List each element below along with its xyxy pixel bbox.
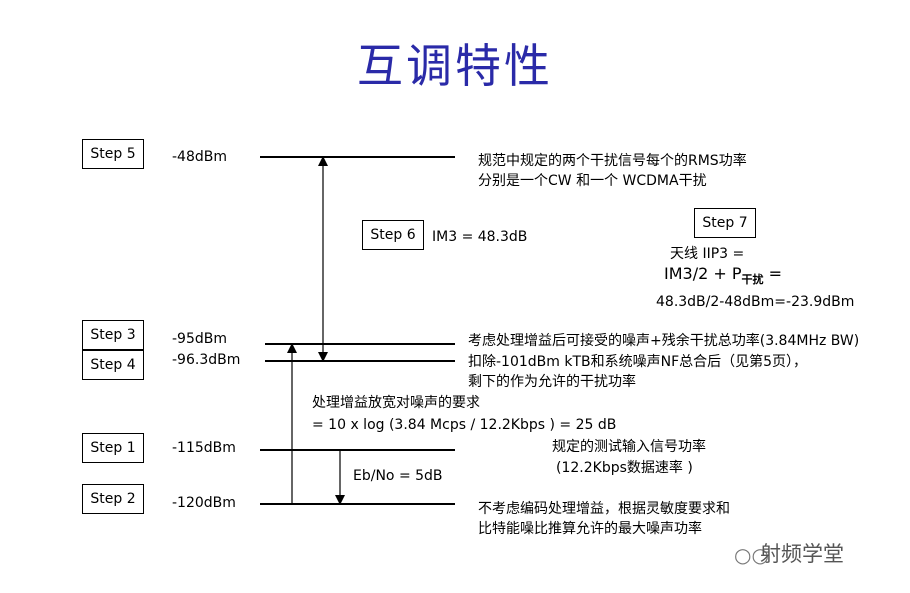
note-95: 考虑处理增益后可接受的噪声+残余干扰总功率(3.84MHz BW) [468,333,860,349]
step7-result: 48.3dB/2-48dBm=-23.9dBm [656,294,855,310]
level-label-963: -96.3dBm [172,352,241,368]
ebno-label: Eb/No = 5dB [353,468,443,484]
note-48: 规范中规定的两个干扰信号每个的RMS功率 分别是一个CW 和一个 WCDMA干扰 [478,153,747,189]
step4-box: Step 4 [82,350,144,380]
level-label-95: -95dBm [172,331,227,347]
note-120: 不考虑编码处理增益，根据灵敏度要求和 比特能噪比推算允许的最大噪声功率 [478,501,730,537]
step3-box: Step 3 [82,320,144,350]
step5-box: Step 5 [82,139,144,169]
processing-gain-note: 处理增益放宽对噪声的要求 = 10 x log (3.84 Mcps / 12.… [312,395,617,433]
step2-box: Step 2 [82,484,144,514]
level-label-48: -48dBm [172,149,227,165]
note-963: 扣除-101dBm kTB和系统噪声NF总合后（见第5页）， 剩下的作为允许的干… [468,354,808,390]
wechat-icon: ○○ [734,543,769,567]
step1-box: Step 1 [82,433,144,463]
step7-formula: IM3/2 + P干扰 = [664,264,782,287]
step7-box: Step 7 [694,208,756,238]
level-label-115: -115dBm [172,440,236,456]
page-title: 互调特性 [357,39,553,93]
note-115: 规定的测试输入信号功率 (12.2Kbps数据速率 ) [552,439,706,476]
level-label-120: -120dBm [172,495,236,511]
step7-text: 天线 IIP3 = [670,246,745,262]
watermark: 射频学堂 [760,542,844,566]
step6-box: Step 6 [362,220,424,250]
im3-label: IM3 = 48.3dB [432,229,528,245]
